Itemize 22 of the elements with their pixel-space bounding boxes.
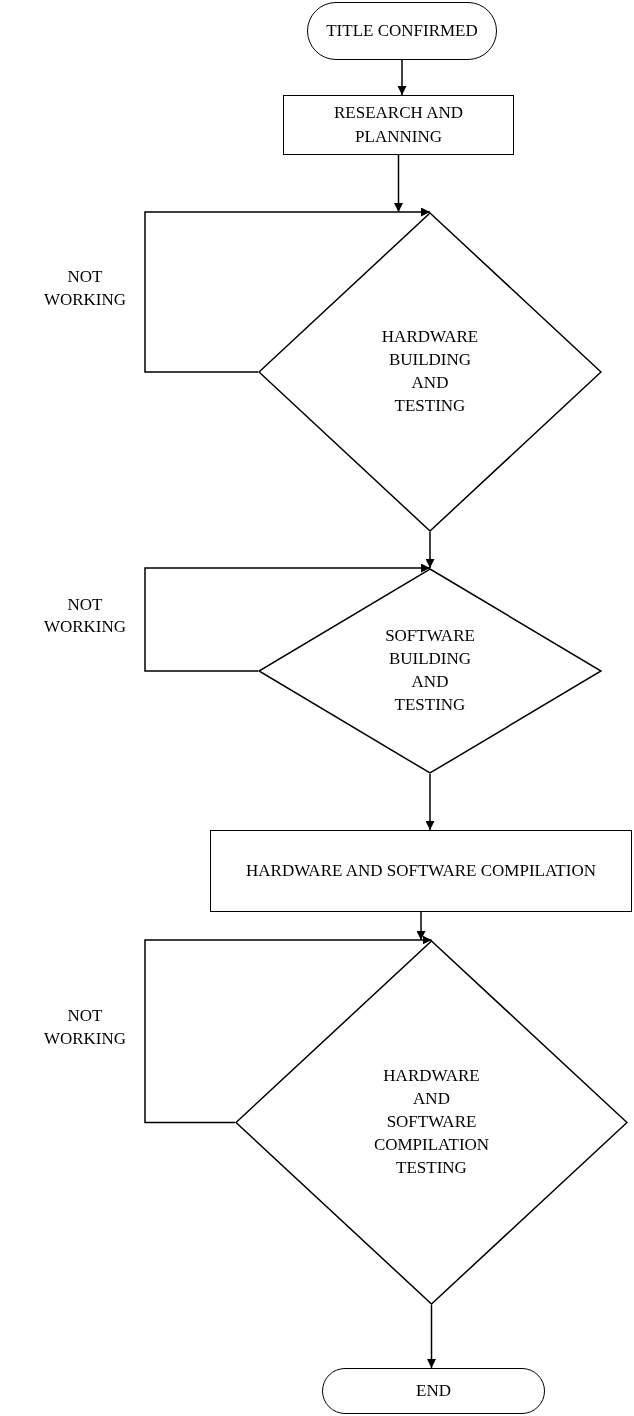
box-text: HARDWARE AND SOFTWARE COMPILATION xyxy=(246,860,596,883)
arrow xyxy=(416,911,426,941)
decision-text: HARDWARE BUILDING AND TESTING xyxy=(380,326,480,417)
arrow xyxy=(144,207,431,373)
decision-text: SOFTWARE BUILDING AND TESTING xyxy=(384,625,476,716)
decision-diamond xyxy=(235,940,628,1305)
process-box xyxy=(283,95,514,155)
arrow xyxy=(144,563,431,672)
arrow xyxy=(394,154,403,213)
terminal-box xyxy=(322,1368,545,1414)
arrow xyxy=(397,59,407,96)
arrow xyxy=(425,531,435,569)
box-text: RESEARCH AND PLANNING xyxy=(333,102,464,148)
decision-diamond xyxy=(258,568,602,774)
arrow xyxy=(425,773,435,831)
decision-text: HARDWARE AND SOFTWARE COMPILATION TESTING xyxy=(372,1065,491,1179)
arrow xyxy=(427,1304,436,1369)
decision-diamond xyxy=(258,212,602,532)
process-box xyxy=(210,830,632,912)
box-text: TITLE CONFIRMED xyxy=(326,20,478,43)
arrow xyxy=(144,935,433,1124)
box-text: END xyxy=(416,1380,451,1403)
